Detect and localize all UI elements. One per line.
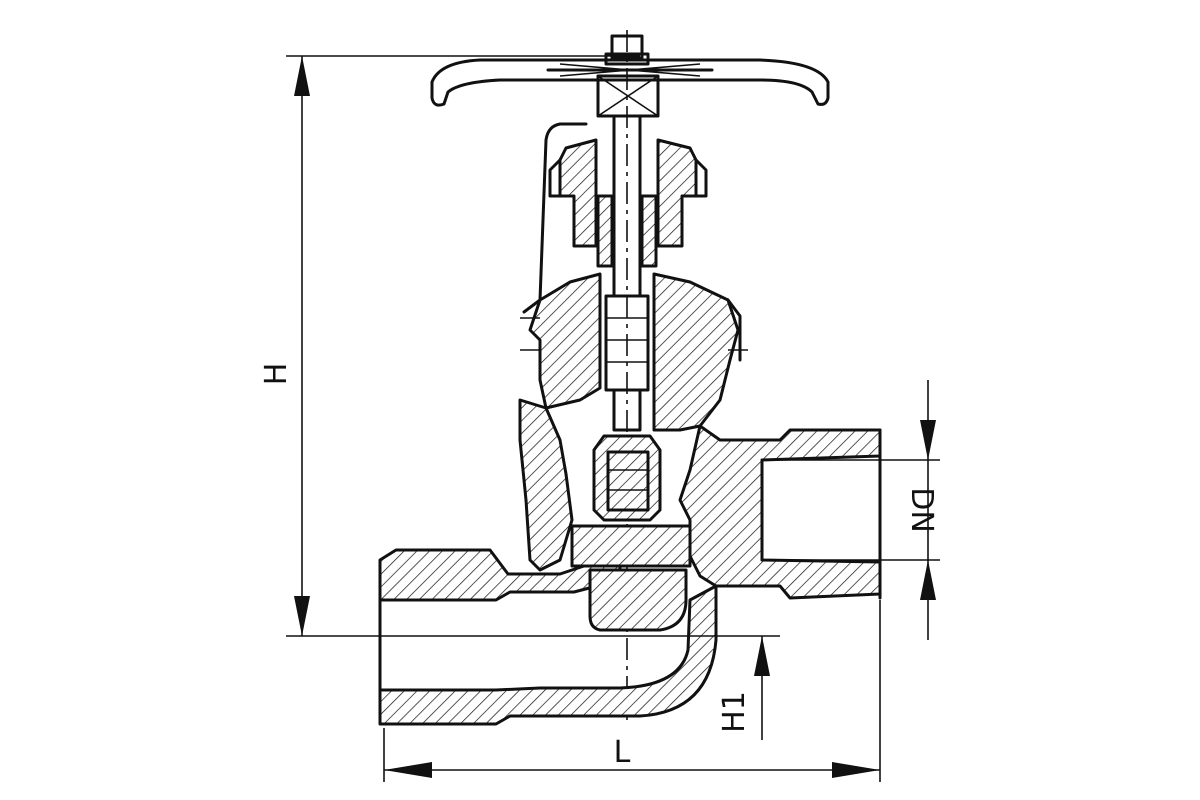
valve-disc (592, 434, 662, 522)
dimension-L-label: L (614, 735, 631, 770)
dimension-H1-label: H1 (717, 691, 752, 733)
handwheel (430, 34, 830, 118)
gland-packing (548, 138, 708, 268)
bonnet (520, 122, 748, 432)
dimension-H: H (259, 55, 780, 637)
dimension-H-label: H (259, 363, 294, 386)
dimension-H1: H1 (717, 636, 770, 740)
dimension-DN-label: DN (904, 487, 939, 533)
dimension-DN: DN (762, 380, 940, 640)
valve-body (378, 398, 882, 726)
dimension-L: L (383, 600, 881, 782)
